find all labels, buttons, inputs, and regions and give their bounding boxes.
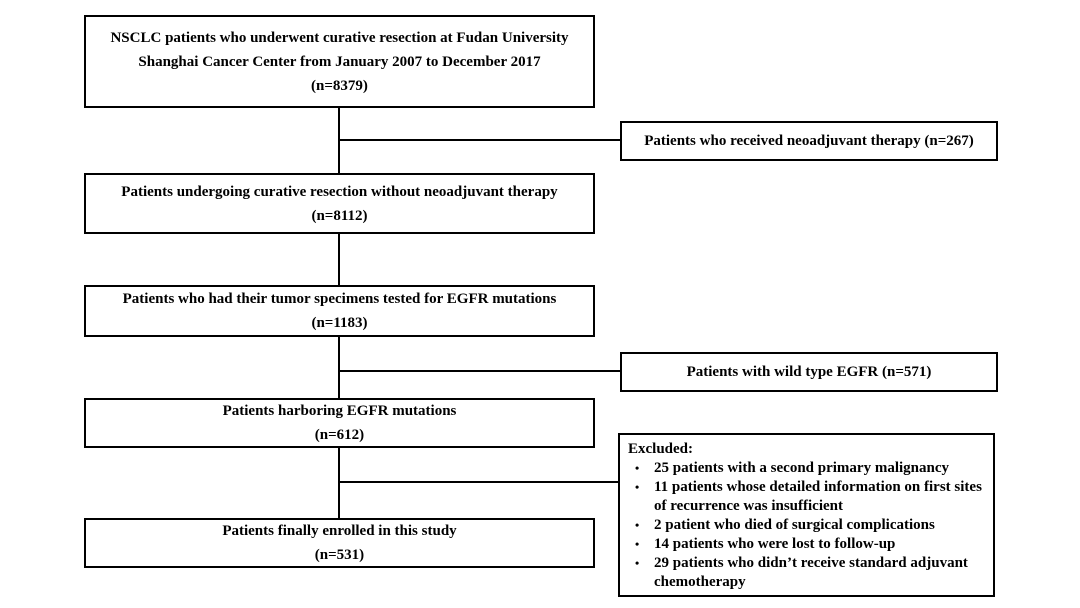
bullet-marker: • [635,537,640,551]
box-wildtype-excluded: Patients with wild type EGFR (n=571) [620,352,998,392]
connector-tested-to-mutations-line [338,337,340,398]
bullet-marker: • [635,556,640,570]
box-egfr-tested: Patients who had their tumor specimens t… [84,285,595,337]
box-text-line: Patients with wild type EGFR (n=571) [686,364,932,380]
exclusion-list-item: • 25 patients with a second primary mali… [628,459,988,478]
exclusion-list-title: Excluded: [628,441,694,457]
box-egfr-mutations: Patients harboring EGFR mutations (n=612… [84,398,595,448]
box-text-line: Patients harboring EGFR mutations [222,403,457,419]
exclusion-list-item: • 29 patients who didn’t receive standar… [628,554,988,592]
bullet-marker: • [635,480,640,494]
box-exclusion-list: Excluded: • 25 patients with a second pr… [618,433,995,597]
exclusion-list-item: • 14 patients who were lost to follow-up [628,535,988,554]
box-text-line: Shanghai Cancer Center from January 2007… [138,53,541,70]
exclusion-item-text: 29 patients who didn’t receive standard … [654,555,968,590]
box-text-line: Patients undergoing curative resection w… [121,183,558,200]
box-text-line: (n=8112) [311,207,368,224]
box-initial-cohort: NSCLC patients who underwent curative re… [84,15,595,108]
branch-exclusion-line [339,481,618,483]
exclusion-item-text: 25 patients with a second primary malign… [654,460,950,476]
exclusion-list-item: • 11 patients whose detailed information… [628,478,988,516]
box-text-line: Patients finally enrolled in this study [222,523,457,539]
exclusion-item-text: 2 patient who died of surgical complicat… [654,517,935,533]
exclusion-item-text: 14 patients who were lost to follow-up [654,536,896,552]
branch-wildtype-line [339,370,620,372]
bullet-marker: • [635,461,640,475]
box-text-line: Patients who received neoadjuvant therap… [644,133,974,149]
box-text-line: Patients who had their tumor specimens t… [122,291,557,307]
box-text-line: (n=612) [314,427,365,443]
branch-neoadjuvant-line [339,139,620,141]
box-curative-without-neoadjuvant: Patients undergoing curative resection w… [84,173,595,234]
box-text-line: (n=531) [314,547,365,563]
exclusion-item-text: 11 patients whose detailed information o… [654,479,982,514]
box-text-line: (n=8379) [311,77,368,94]
connector-mutations-to-enrolled-line [338,448,340,518]
box-finally-enrolled: Patients finally enrolled in this study … [84,518,595,568]
bullet-marker: • [635,518,640,532]
box-text-line: (n=1183) [311,315,368,331]
box-text-line: NSCLC patients who underwent curative re… [110,29,569,46]
box-neoadjuvant-excluded: Patients who received neoadjuvant therap… [620,121,998,161]
connector-noneoadjuvant-to-tested-line [338,234,340,285]
exclusion-list-item: • 2 patient who died of surgical complic… [628,516,988,535]
